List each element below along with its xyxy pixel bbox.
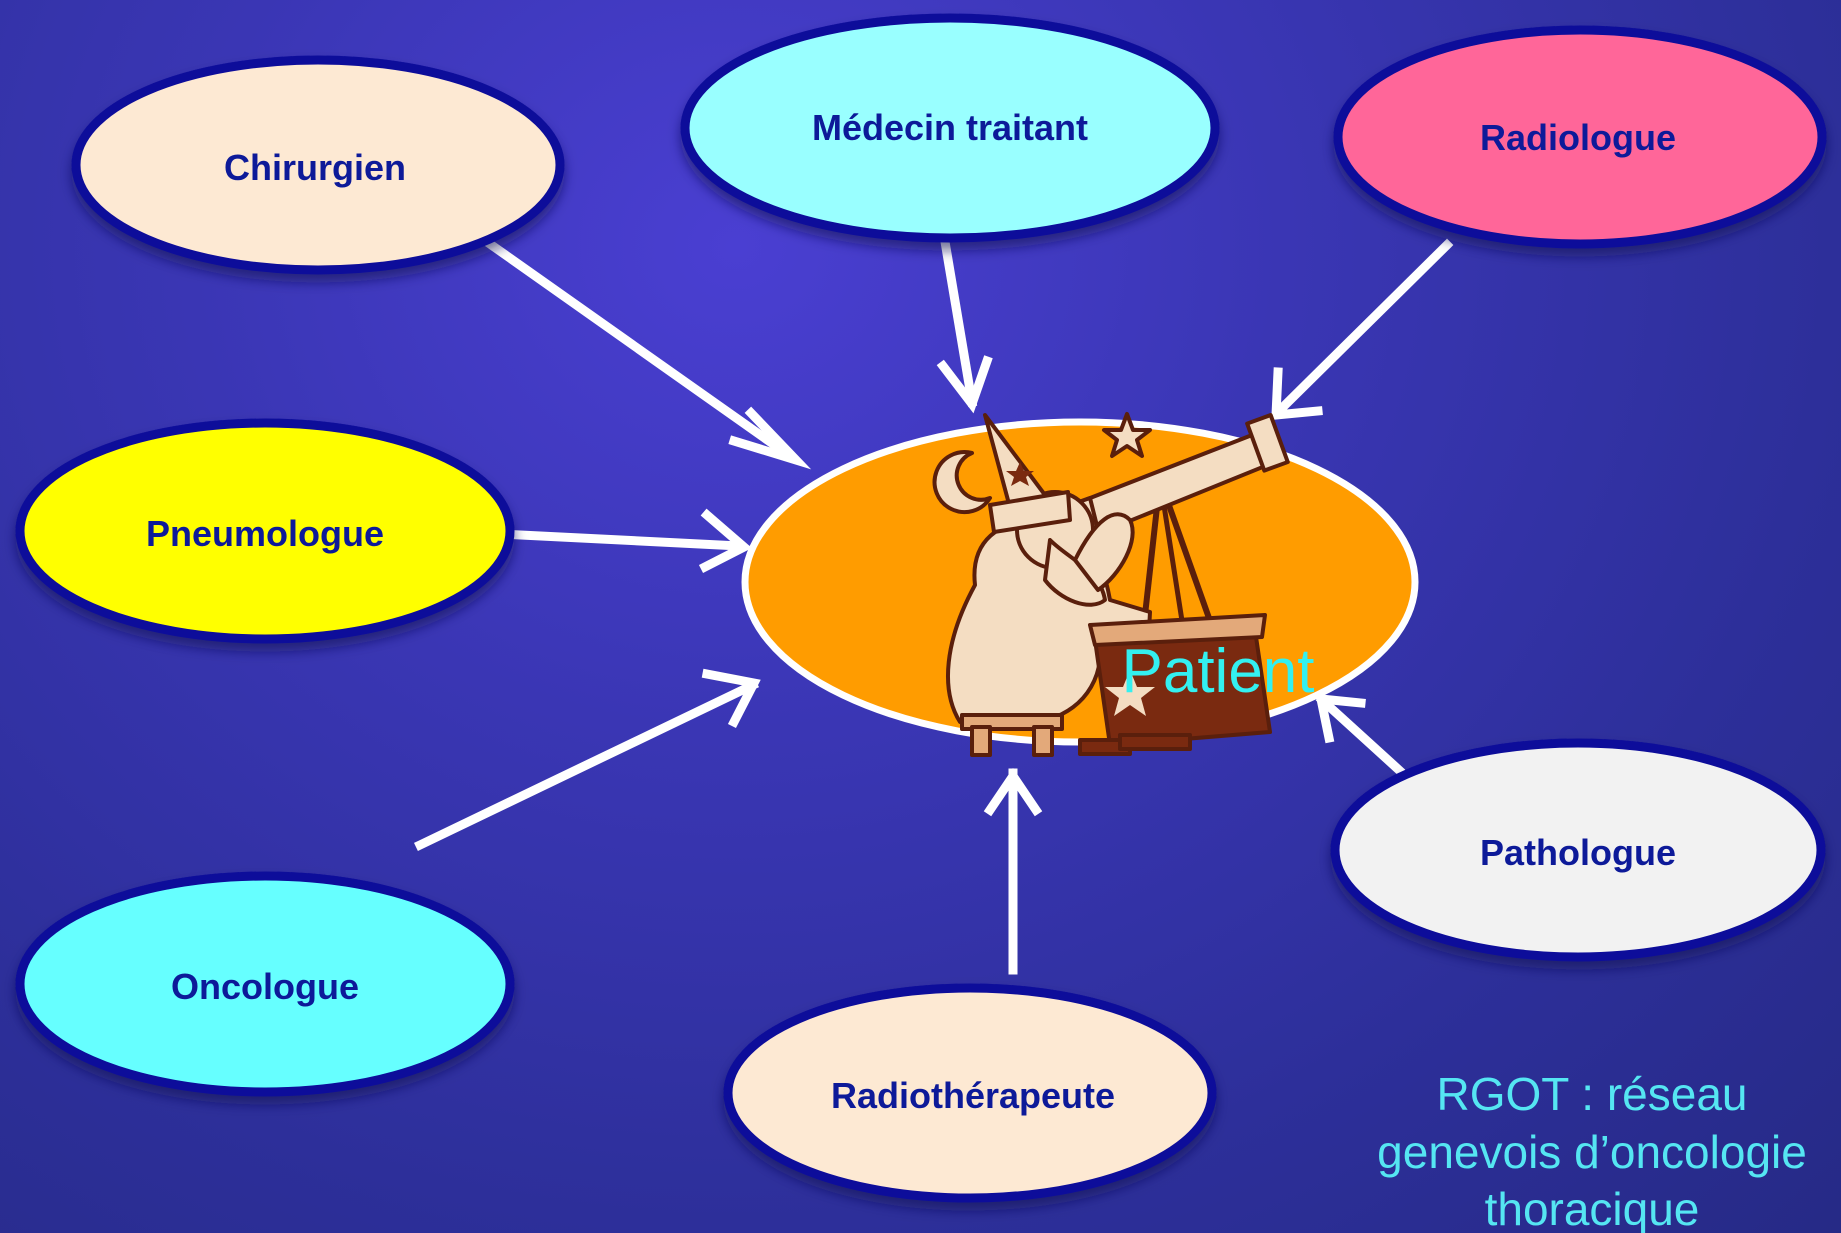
caption: RGOT : réseau genevois d’oncologie thora…	[1377, 1068, 1807, 1233]
label-pneumologue: Pneumologue	[146, 513, 384, 554]
label-pathologue: Pathologue	[1480, 832, 1676, 873]
label-radiotherapeute: Radiothérapeute	[831, 1075, 1115, 1116]
caption-line-2: genevois d’oncologie	[1377, 1126, 1807, 1178]
label-radiologue: Radiologue	[1480, 117, 1676, 158]
arrow-pathologue	[1321, 699, 1399, 770]
caption-line-1: RGOT : réseau	[1436, 1068, 1747, 1120]
label-chirurgien: Chirurgien	[224, 147, 406, 188]
caption-line-3: thoracique	[1485, 1183, 1700, 1233]
arrow-radiologue	[1276, 245, 1447, 415]
label-medecin-traitant: Médecin traitant	[812, 107, 1088, 148]
patient-label: Patient	[1121, 637, 1314, 706]
arrow-chirurgien	[490, 244, 796, 460]
arrow-radiotherapeute	[990, 773, 1036, 970]
label-oncologue: Oncologue	[171, 966, 359, 1007]
arrow-oncologue	[420, 674, 754, 845]
